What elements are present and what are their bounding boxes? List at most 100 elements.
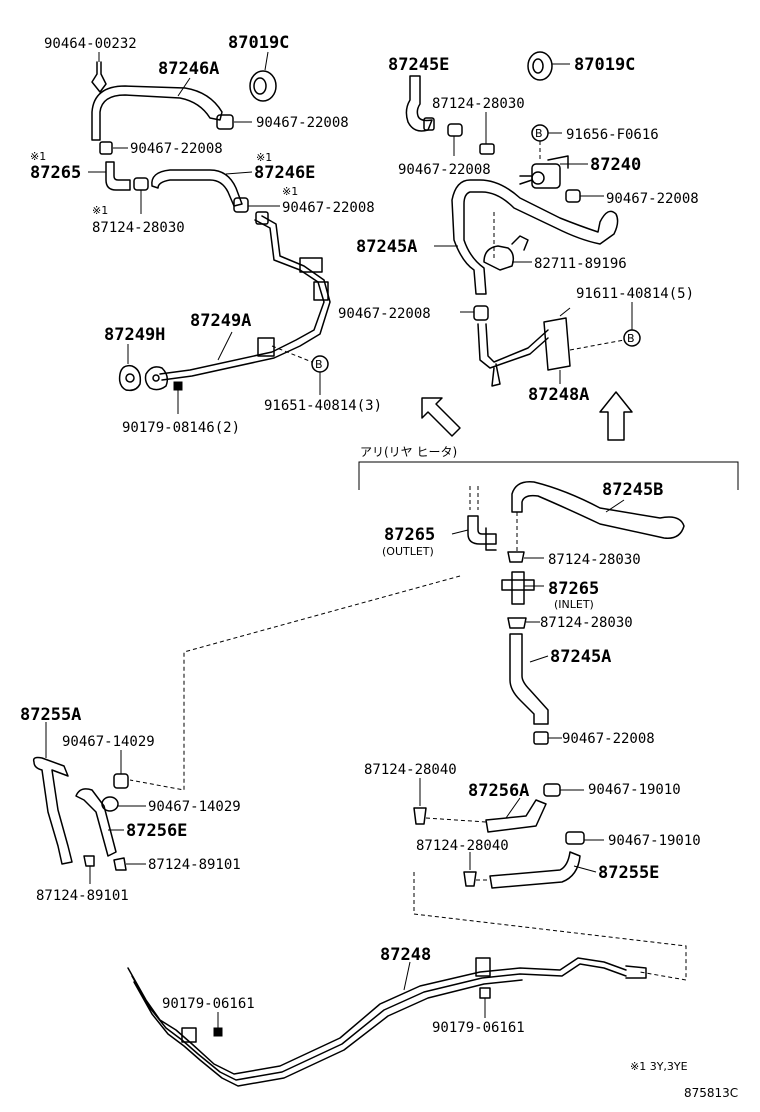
view-arrow-left (421, 397, 461, 437)
label-91656-f0616: 91656-F0616 (566, 127, 659, 143)
label-87255a: 87255A (20, 705, 81, 725)
label-87248: 87248 (380, 945, 431, 965)
label-90467-19010-a: 90467-19010 (588, 782, 681, 798)
clamp-90467-22008-a (216, 114, 252, 130)
diagram-id: 875813C (684, 1086, 738, 1100)
b-callout-right-text: B (627, 332, 635, 345)
label-87265-top: 87265 (30, 163, 81, 183)
note-marker-87124-28030-a: ※1 (92, 204, 108, 217)
note-marker-87265: ※1 (30, 150, 46, 163)
hose-87246a (91, 85, 223, 141)
label-87245e: 87245E (388, 55, 449, 75)
label-87124-28040-b: 87124-28040 (416, 838, 509, 854)
hose-87245e (405, 75, 433, 132)
label-90467-22008-d: 90467-22008 (398, 162, 491, 178)
grommet-87019c-left (249, 51, 277, 102)
hose-87255e (489, 851, 581, 889)
view-arrow-right (599, 391, 633, 441)
clip-87124-28040-a (413, 778, 487, 825)
label-inlet: (INLET) (554, 598, 594, 611)
gasket-87249h (118, 344, 142, 392)
label-91611-40814: 91611-40814(5) (576, 286, 694, 302)
label-90179-06161-a: 90179-06161 (162, 996, 255, 1012)
hose-87256a (485, 799, 547, 833)
label-87248a: 87248A (528, 385, 589, 405)
hose-87245a-top (451, 179, 619, 295)
label-90467-22008-c: 90467-22008 (282, 200, 375, 216)
pipe-87248 (127, 957, 627, 1087)
label-87124-28030-c: 87124-28030 (548, 552, 641, 568)
label-87240: 87240 (590, 155, 641, 175)
label-90179-08146: 90179-08146(2) (122, 420, 240, 436)
clamp-90467-19010-a (543, 783, 584, 797)
b-callout-left-text: B (315, 358, 323, 371)
bolt-90179-08146 (173, 381, 183, 414)
clamp-90467-22008-c (233, 197, 280, 213)
label-87256a: 87256A (468, 781, 529, 801)
label-outlet: (OUTLET) (382, 545, 434, 558)
bolt-90179-06161-b (479, 987, 491, 1018)
label-87124-28030-b: 87124-28030 (432, 96, 525, 112)
label-90467-22008-b: 90467-22008 (130, 141, 223, 157)
hose-87246e (151, 169, 243, 207)
connection-dashed-mid (129, 575, 461, 791)
clamp-90467-14029-a (113, 750, 129, 789)
label-87246a: 87246A (158, 59, 219, 79)
bolt-90179-06161-a (213, 1012, 223, 1037)
label-87019c-left: 87019C (228, 33, 289, 53)
clip-87124-28030-a (133, 177, 149, 214)
valve-87240 (519, 141, 588, 189)
label-87265-outlet: 87265 (384, 525, 435, 545)
label-87245a-top: 87245A (356, 237, 417, 257)
b-callout-top-text: B (535, 127, 543, 140)
hose-87245b (511, 481, 685, 539)
connection-dashed-low (413, 872, 687, 981)
clamp-90467-22008-b (99, 141, 128, 155)
clamp-90467-14029-b (101, 796, 146, 812)
clip-90464-00232 (91, 52, 107, 93)
label-90464-00232: 90464-00232 (44, 36, 137, 52)
label-87124-89101-b: 87124-89101 (36, 888, 129, 904)
pipe-87249a (159, 215, 331, 381)
hose-87245a-mid (509, 633, 549, 725)
clip-87124-89101-a (113, 857, 146, 871)
label-87124-28030-a: 87124-28030 (92, 220, 185, 236)
label-87124-28040-a: 87124-28040 (364, 762, 457, 778)
label-87245a-mid: 87245A (550, 647, 611, 667)
grommet-87019c-right (527, 51, 570, 81)
clamp-90467-19010-b (565, 831, 604, 845)
label-87124-89101-a: 87124-89101 (148, 857, 241, 873)
label-87246e: 87246E (254, 163, 315, 183)
footnote: ※1 3Y,3YE (630, 1060, 688, 1073)
label-87249a: 87249A (190, 311, 251, 331)
label-90467-14029-b: 90467-14029 (148, 799, 241, 815)
label-90467-19010-b: 90467-19010 (608, 833, 701, 849)
label-87245b: 87245B (602, 480, 663, 500)
label-90467-22008-a: 90467-22008 (256, 115, 349, 131)
union-87265-outlet (451, 486, 497, 551)
note-marker-90467-22008-c: ※1 (282, 185, 298, 198)
clamp-90467-22008-d (447, 123, 463, 156)
section-header: アリ(リヤ ヒータ) (360, 445, 457, 459)
clip-87124-28040-b (463, 852, 490, 887)
clamp-90467-22008-e (565, 189, 604, 203)
clamp-90467-22008-f (460, 305, 489, 321)
union-87265-inlet (501, 571, 544, 605)
clip-87124-28030-d (507, 617, 540, 629)
hose-87256e (75, 788, 117, 857)
label-87255e: 87255E (598, 863, 659, 883)
rear-heater-bracket (358, 461, 739, 490)
b-callout-left (271, 345, 329, 395)
label-82711-89196: 82711-89196 (534, 256, 627, 272)
union-87265-top (88, 161, 131, 191)
clip-87124-28030-c (507, 551, 544, 563)
clamp-90467-22008-g (533, 731, 562, 745)
hose-87255a (32, 756, 73, 865)
label-87265-inlet: 87265 (548, 579, 599, 599)
label-90467-14029-a: 90467-14029 (62, 734, 155, 750)
label-90179-06161-b: 90179-06161 (432, 1020, 525, 1036)
label-90467-22008-e: 90467-22008 (606, 191, 699, 207)
clip-87124-89101-b (83, 855, 95, 884)
